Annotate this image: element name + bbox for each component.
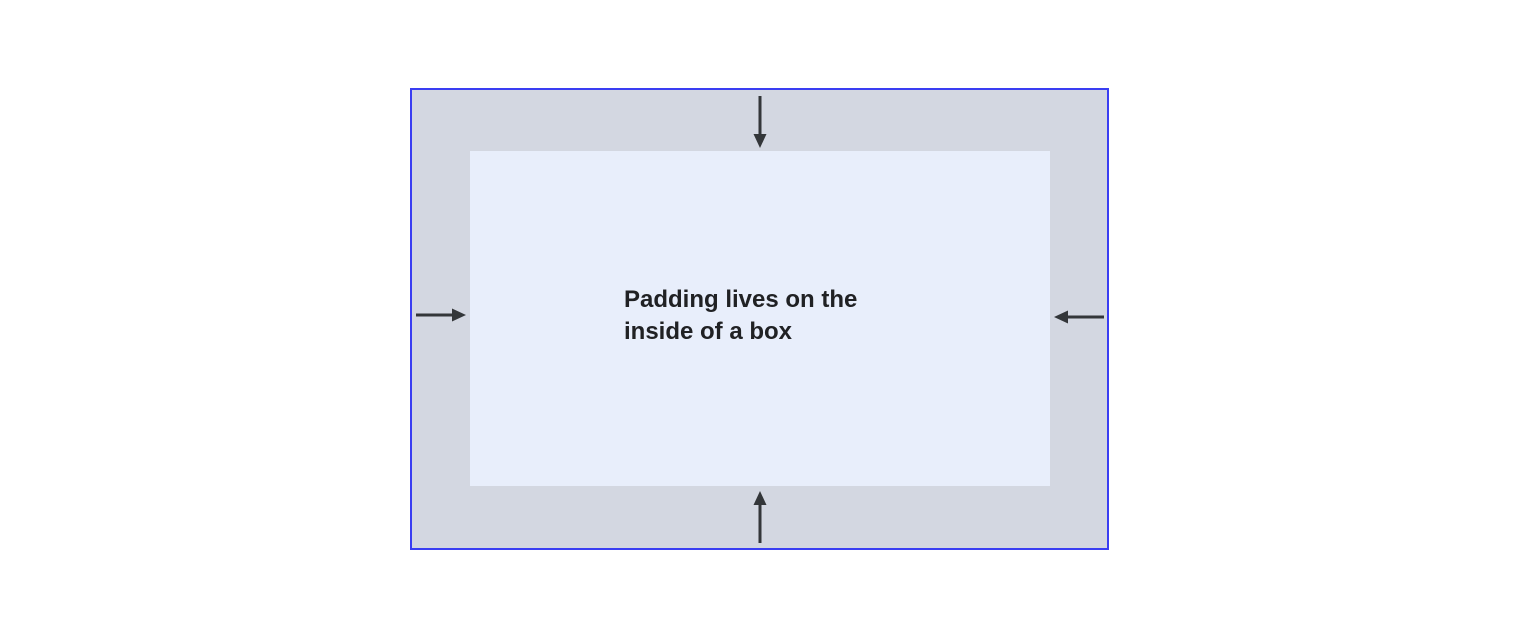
arrow-down-icon — [753, 96, 767, 148]
content-box: Padding lives on the inside of a box — [470, 151, 1050, 486]
arrow-right-icon — [416, 308, 466, 322]
arrow-up-icon — [753, 491, 767, 543]
padding-label: Padding lives on the inside of a box — [624, 285, 858, 345]
arrow-left-icon — [1054, 310, 1104, 324]
